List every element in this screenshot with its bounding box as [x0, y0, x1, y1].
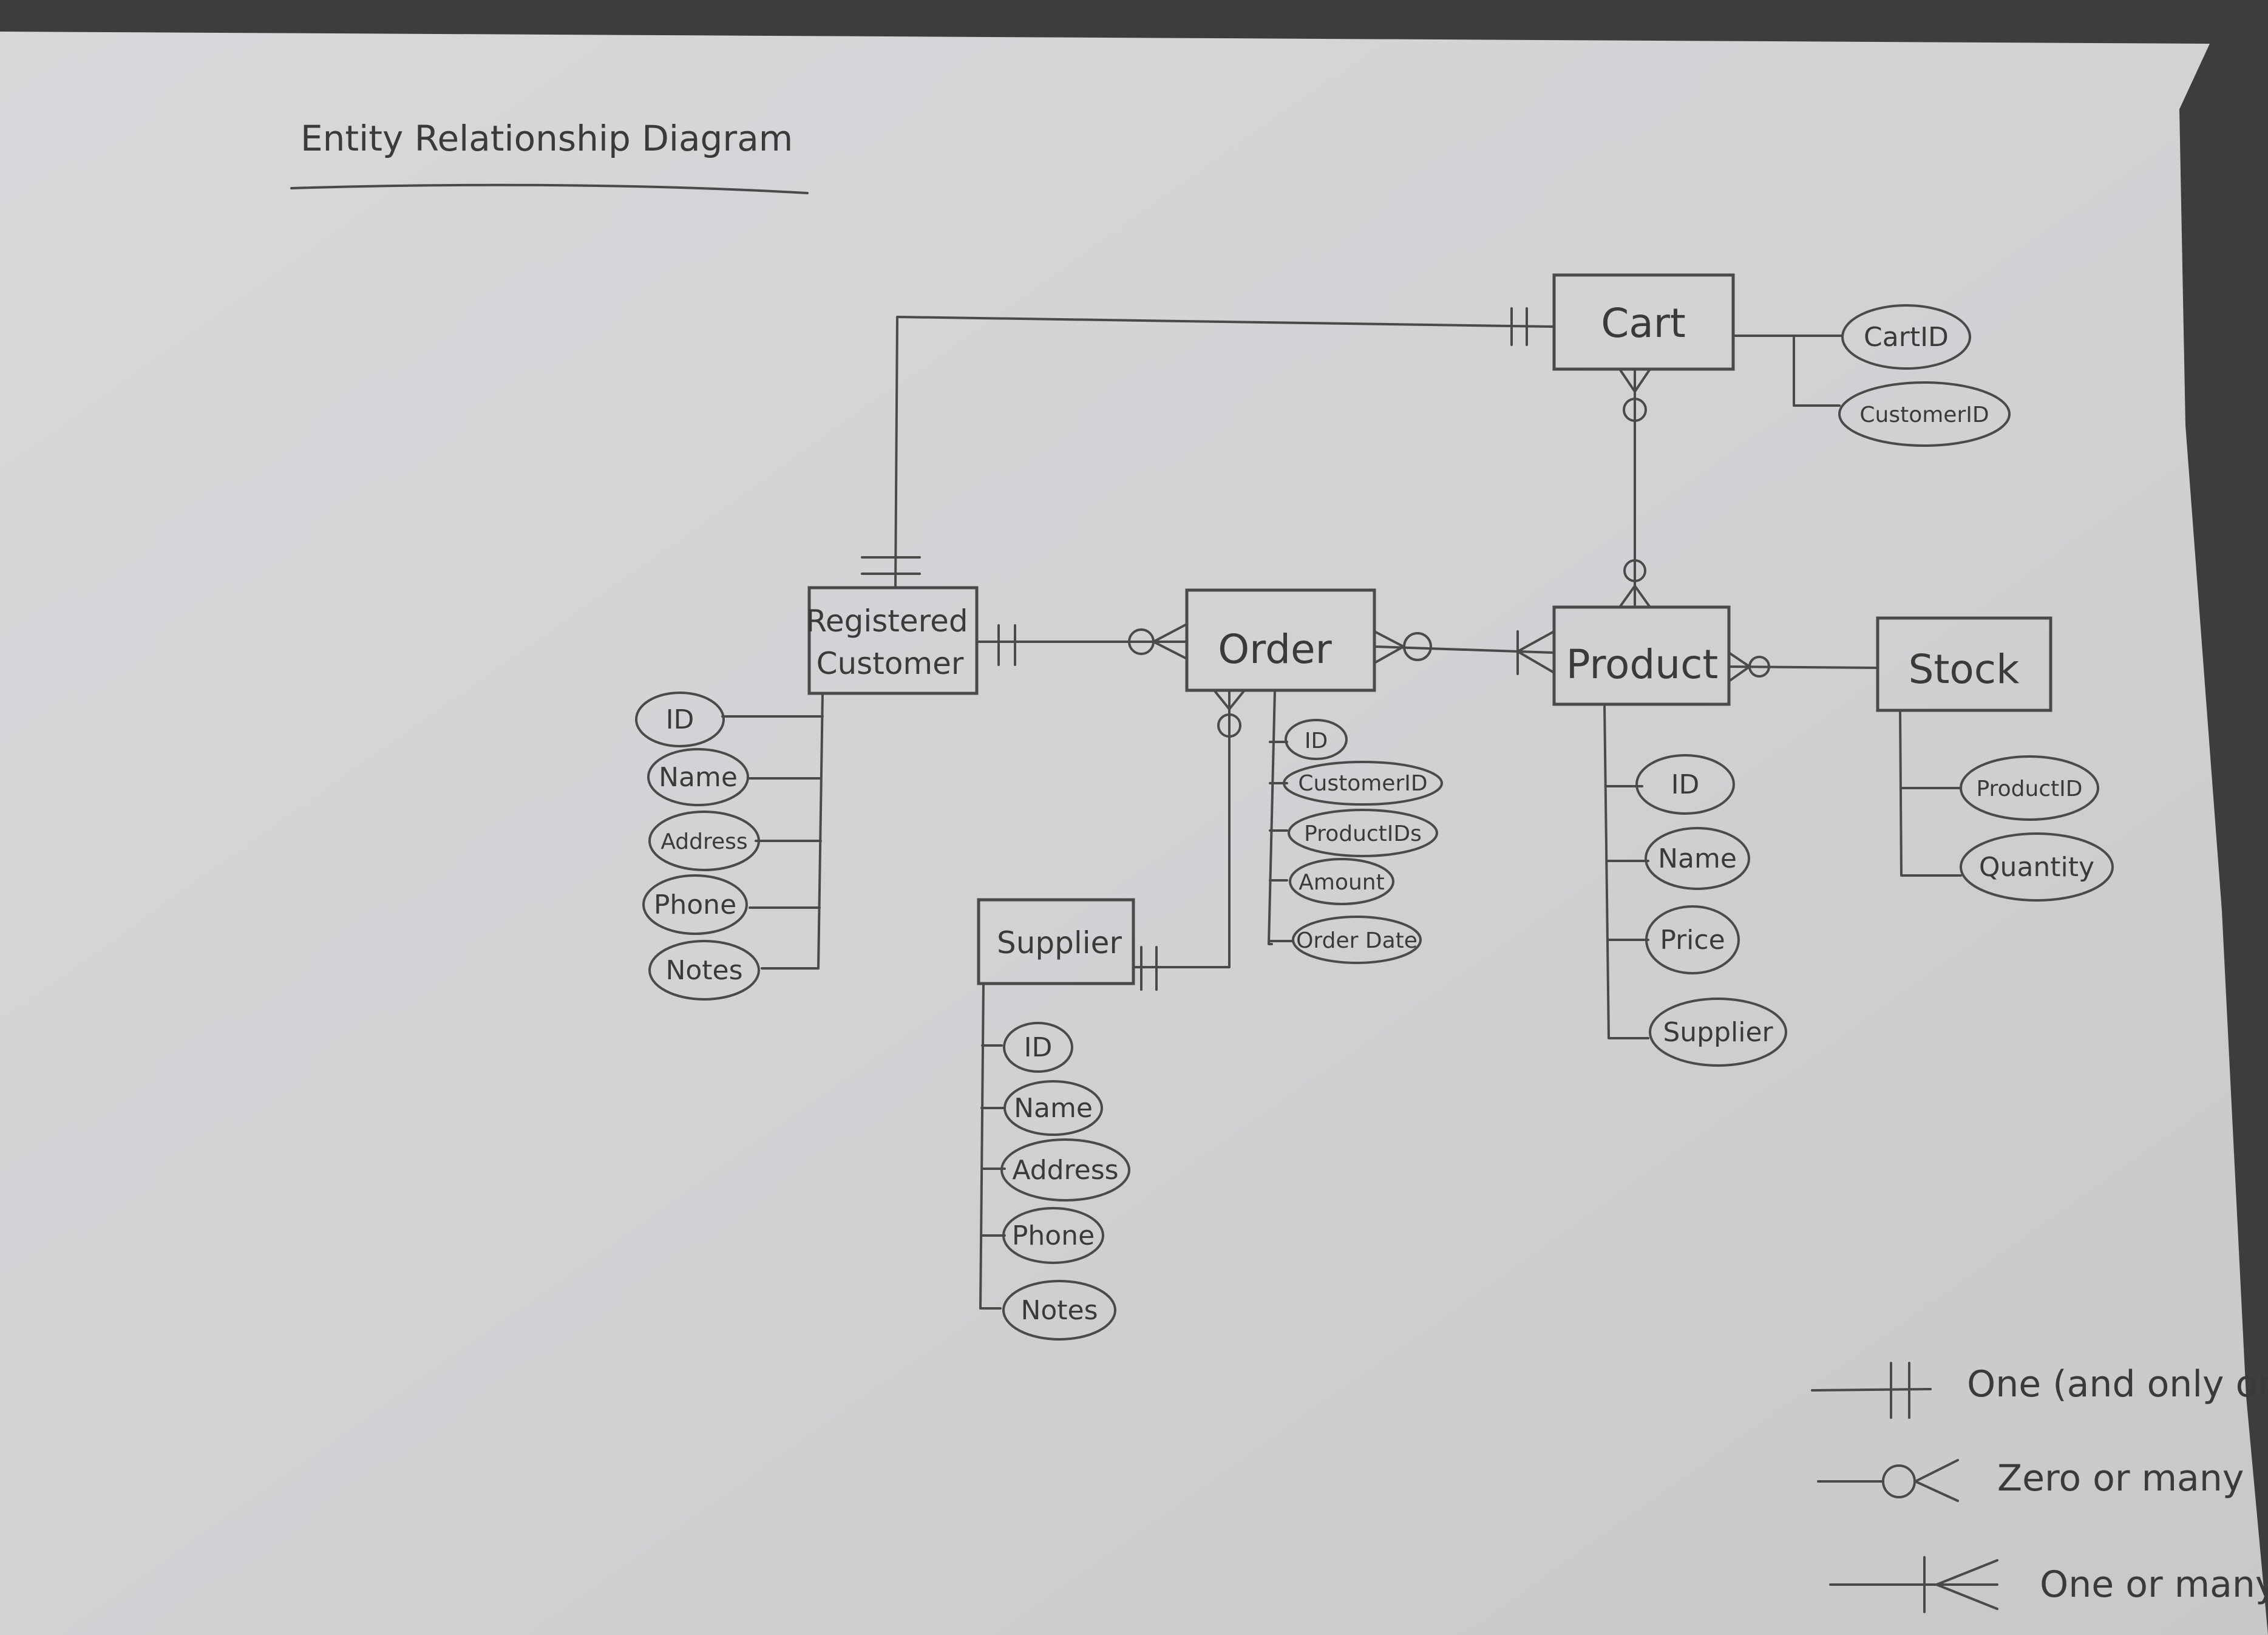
legend-one-many: One or many [1829, 1556, 2268, 1613]
attrs-product: ID Name Price Supplier [1603, 703, 1787, 1067]
paper-sheet [0, 32, 2268, 1635]
svg-text:ID: ID [1024, 1032, 1053, 1063]
zero-many-mark-order-right [1373, 630, 1432, 664]
attrs-registered-customer: ID Name Address Phone Notes [635, 692, 824, 1001]
svg-text:ID: ID [1671, 769, 1700, 800]
svg-text:ID: ID [666, 704, 694, 735]
svg-text:Registered: Registered [806, 603, 968, 639]
svg-text:Order Date: Order Date [1296, 928, 1418, 953]
attrs-order: ID CustomerID ProductIDs Amount Order Da… [1268, 689, 1443, 964]
title-underline [290, 183, 809, 194]
entity-cart: Cart [1552, 273, 1735, 371]
svg-text:Order: Order [1218, 626, 1332, 673]
legend-zero-many: Zero or many [1817, 1457, 2244, 1502]
svg-text:Stock: Stock [1909, 646, 2020, 693]
svg-text:Phone: Phone [1012, 1220, 1095, 1251]
attrs-supplier: ID Name Address Phone Notes [979, 982, 1130, 1341]
svg-text:Notes: Notes [665, 955, 742, 986]
svg-text:ProductIDs: ProductIDs [1304, 821, 1422, 846]
svg-text:Quantity: Quantity [1979, 852, 2094, 883]
one-only-mark-customer [861, 556, 921, 575]
svg-text:Phone: Phone [654, 889, 736, 920]
one-only-mark-supplier [1140, 946, 1158, 991]
rel-customer-cart [894, 316, 1555, 589]
svg-text:CustomerID: CustomerID [1859, 403, 1989, 427]
svg-text:Supplier: Supplier [1663, 1017, 1773, 1048]
one-only-mark-cart [1510, 307, 1528, 346]
legend-one-only: One (and only one) [1811, 1362, 2268, 1419]
svg-text:Name: Name [659, 762, 738, 793]
zero-many-mark-order-left [1128, 623, 1188, 660]
svg-text:Customer: Customer [817, 646, 964, 681]
svg-text:CustomerID: CustomerID [1298, 771, 1427, 796]
zero-many-mark-order-bottom [1213, 689, 1246, 738]
attrs-cart: CartID CustomerID [1732, 304, 2011, 447]
svg-text:One or many: One or many [2040, 1563, 2268, 1606]
one-many-mark-product-left [1516, 630, 1555, 675]
svg-text:Amount: Amount [1299, 870, 1384, 895]
entity-supplier: Supplier [977, 898, 1135, 985]
svg-text:One (and only one): One (and only one) [1967, 1363, 2268, 1406]
zero-many-mark-product-top [1618, 559, 1651, 608]
rel-order-supplier [1132, 689, 1231, 968]
svg-text:Address: Address [660, 829, 747, 854]
rel-product-stock [1728, 665, 1879, 669]
svg-text:Zero or many: Zero or many [1997, 1457, 2244, 1500]
svg-text:Name: Name [1014, 1093, 1093, 1124]
svg-text:Price: Price [1660, 925, 1725, 956]
entity-registered-customer: Registered Customer [806, 586, 979, 695]
entity-stock: Stock [1876, 616, 2052, 712]
svg-text:Notes: Notes [1020, 1295, 1098, 1326]
one-only-mark-customer-order [997, 624, 1016, 666]
diagram-title: Entity Relationship Diagram [300, 118, 793, 159]
attrs-stock: ProductID Quantity [1899, 709, 2114, 902]
svg-text:Supplier: Supplier [997, 925, 1122, 960]
svg-text:Cart: Cart [1601, 300, 1686, 347]
svg-text:Product: Product [1566, 641, 1719, 688]
zero-many-mark-product-right [1728, 651, 1770, 682]
svg-text:Name: Name [1658, 843, 1737, 874]
svg-text:ID: ID [1305, 729, 1328, 753]
entity-order: Order [1185, 588, 1376, 692]
svg-text:ProductID: ProductID [1976, 777, 2082, 801]
zero-many-mark-cart-bottom [1618, 368, 1651, 422]
svg-text:Address: Address [1012, 1155, 1118, 1186]
entity-product: Product [1552, 605, 1731, 706]
svg-text:CartID: CartID [1864, 322, 1949, 353]
